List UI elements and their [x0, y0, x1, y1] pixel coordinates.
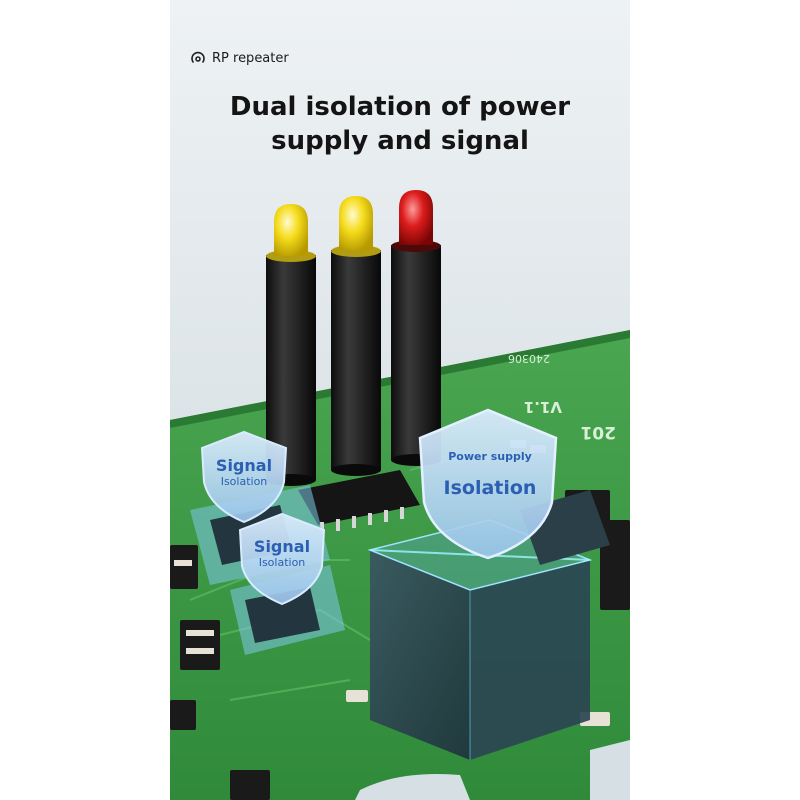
- title-line-2: supply and signal: [271, 126, 529, 156]
- board-year: 201: [580, 422, 617, 442]
- shield-signal-1-label: Signal Isolation: [202, 456, 286, 488]
- shield-subtitle: Isolation: [258, 556, 306, 569]
- pcb-scene: [170, 190, 630, 800]
- title-line-1: Dual isolation of power: [229, 92, 571, 122]
- wifi-icon: [191, 51, 205, 64]
- shield-signal-1: [200, 430, 288, 524]
- shield-subtitle: Isolation: [220, 475, 268, 488]
- shield-power-label: Power supply Isolation: [432, 450, 548, 499]
- brand-text: RP repeater: [212, 50, 289, 66]
- small-ic-2: [245, 587, 320, 643]
- shield-signal-2: [238, 512, 326, 606]
- leds: [274, 190, 433, 256]
- shield-power: [418, 408, 558, 560]
- ic-chip: [298, 470, 420, 534]
- led-tubes: [266, 240, 441, 486]
- product-image: RP repeater Dual isolation of power supp…: [170, 0, 630, 800]
- page-title: Dual isolation of power supply and signa…: [170, 90, 630, 158]
- shield-signal-2-label: Signal Isolation: [240, 537, 324, 569]
- shield-title: Power supply: [448, 450, 532, 463]
- board-version: V1.1: [523, 398, 562, 416]
- shield-title: Signal: [215, 456, 273, 475]
- brand-label: RP repeater: [190, 50, 289, 66]
- shield-title: Signal: [253, 537, 311, 556]
- shield-subtitle: Isolation: [443, 477, 537, 499]
- board-code: 240306: [508, 352, 550, 365]
